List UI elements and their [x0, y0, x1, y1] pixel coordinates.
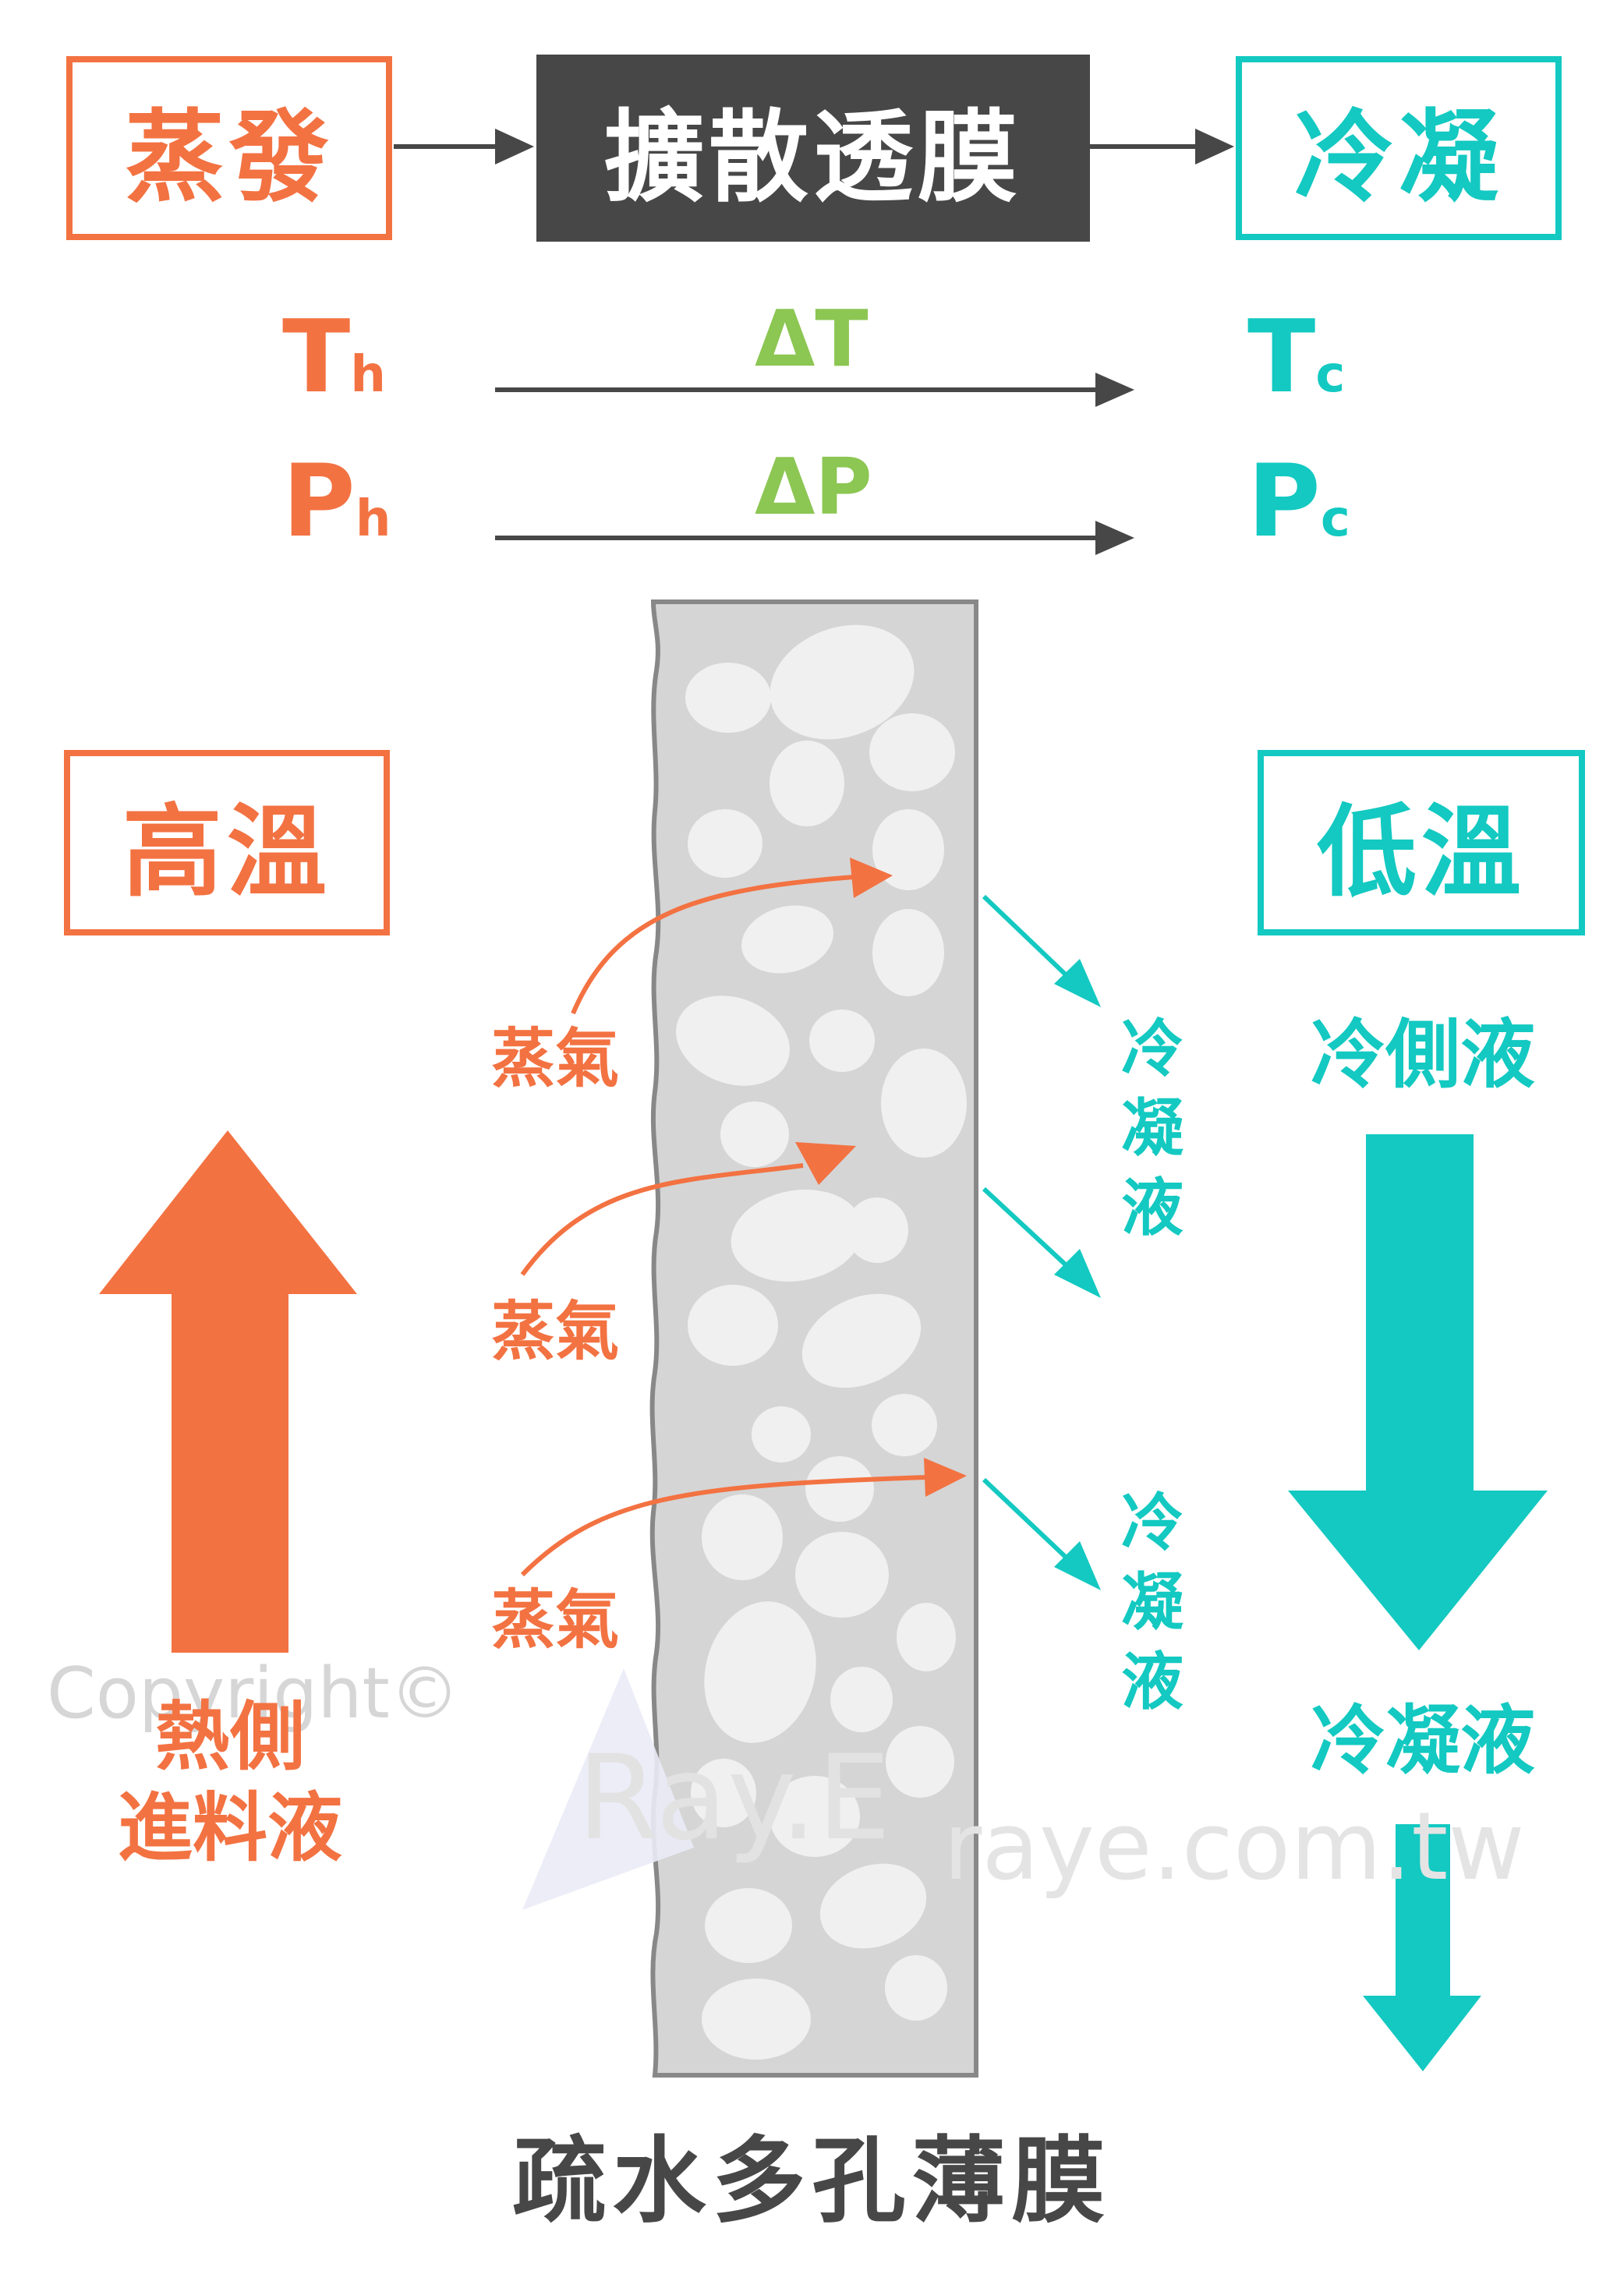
diffusion-box: 擴散透膜: [536, 55, 1090, 242]
condensate-arrow-2: [982, 1187, 1101, 1298]
delta-t-label: ΔT: [755, 293, 869, 384]
condensate-out-arrow: [1363, 1824, 1481, 2071]
hot-pressure-main: P: [282, 444, 356, 560]
cold-temperature-sub: c: [1315, 346, 1346, 404]
cold-side-liquid-label: 冷側液: [1311, 1011, 1535, 1098]
condensate-arrow-3: [982, 1477, 1101, 1590]
membrane-caption: 疏水多孔薄膜: [512, 2127, 1112, 2236]
cold-pressure-sub: c: [1320, 490, 1350, 548]
evaporation-box: 蒸發: [66, 56, 392, 240]
vapor-label-1: 蒸氣: [491, 1022, 620, 1096]
hot-temperature-symbol: Th: [282, 308, 386, 408]
condensate-label-1: 冷凝液: [1121, 1013, 1184, 1244]
hot-temperature-main: T: [282, 299, 351, 416]
condensate-label-2: 冷凝液: [1121, 1487, 1184, 1718]
vapor-arrow-2: [520, 1142, 856, 1276]
condensation-box: 冷凝: [1236, 56, 1562, 240]
watermark-brand-left: Ray.E: [577, 1731, 891, 1866]
hot-feed-line1: 熱側: [155, 1693, 305, 1781]
hot-feed-arrow: [99, 1130, 357, 1653]
high-temperature-box: 高溫: [64, 750, 390, 935]
vapor-arrow-3: [520, 1458, 967, 1577]
watermark-brand-right: raye.com.tw: [943, 1793, 1525, 1901]
hot-pressure-symbol: Ph: [282, 452, 391, 552]
delta-t-arrow: [495, 373, 1134, 407]
watermark-triangle: [522, 1668, 694, 1910]
header-arrow-1: [394, 129, 534, 164]
delta-p-label: ΔP: [755, 441, 872, 532]
condensate-arrow-1: [982, 894, 1101, 1007]
cold-temperature-main: T: [1247, 299, 1316, 416]
porous-membrane: [649, 599, 978, 2078]
header-arrow-2: [1090, 129, 1234, 164]
hot-pressure-sub: h: [355, 490, 391, 548]
delta-p-arrow: [495, 521, 1134, 555]
hot-temperature-sub: h: [350, 346, 386, 404]
condensate-output-label: 冷凝液: [1311, 1697, 1535, 1784]
membrane-pores: [676, 624, 967, 2060]
vapor-label-2: 蒸氣: [491, 1295, 620, 1369]
watermark-copyright: Copyright©: [47, 1653, 460, 1735]
vapor-arrow-1: [571, 858, 893, 1015]
cold-temperature-symbol: Tc: [1247, 308, 1345, 408]
hot-feed-label: 熱側 進料液: [74, 1692, 386, 1874]
cold-side-arrow: [1288, 1134, 1548, 1650]
vapor-label-3: 蒸氣: [491, 1583, 620, 1657]
hot-feed-line2: 進料液: [118, 1784, 342, 1873]
cold-pressure-main: P: [1247, 444, 1321, 560]
low-temperature-box: 低溫: [1258, 750, 1585, 935]
cold-pressure-symbol: Pc: [1247, 452, 1350, 552]
